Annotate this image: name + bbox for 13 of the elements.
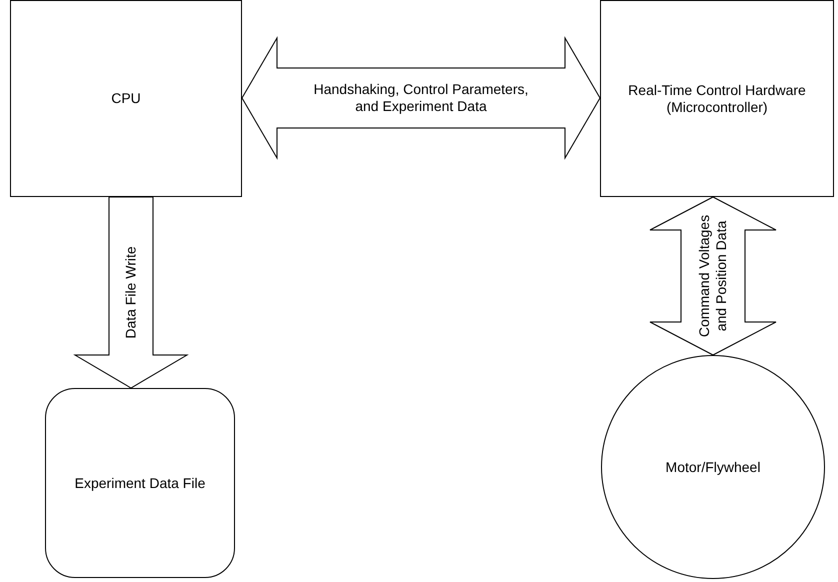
process-box <box>10 0 242 197</box>
node-label: Motor/Flywheel <box>666 458 760 476</box>
process-box <box>600 0 834 197</box>
edge-label: Command Voltages and Position Data <box>696 214 730 340</box>
edge-label: Handshaking, Control Parameters, and Experiment Data <box>312 81 530 115</box>
block-arrow <box>73 196 189 389</box>
edge-label: Data File Write <box>122 245 140 341</box>
double-block-arrow <box>650 196 776 356</box>
node-label: Experiment Data File <box>74 474 206 492</box>
double-block-arrow <box>241 36 601 160</box>
file-rounded-box <box>45 388 235 578</box>
node-label: Real-Time Control Hardware (Microcontroller) <box>627 82 807 116</box>
node-label: CPU <box>111 90 141 107</box>
